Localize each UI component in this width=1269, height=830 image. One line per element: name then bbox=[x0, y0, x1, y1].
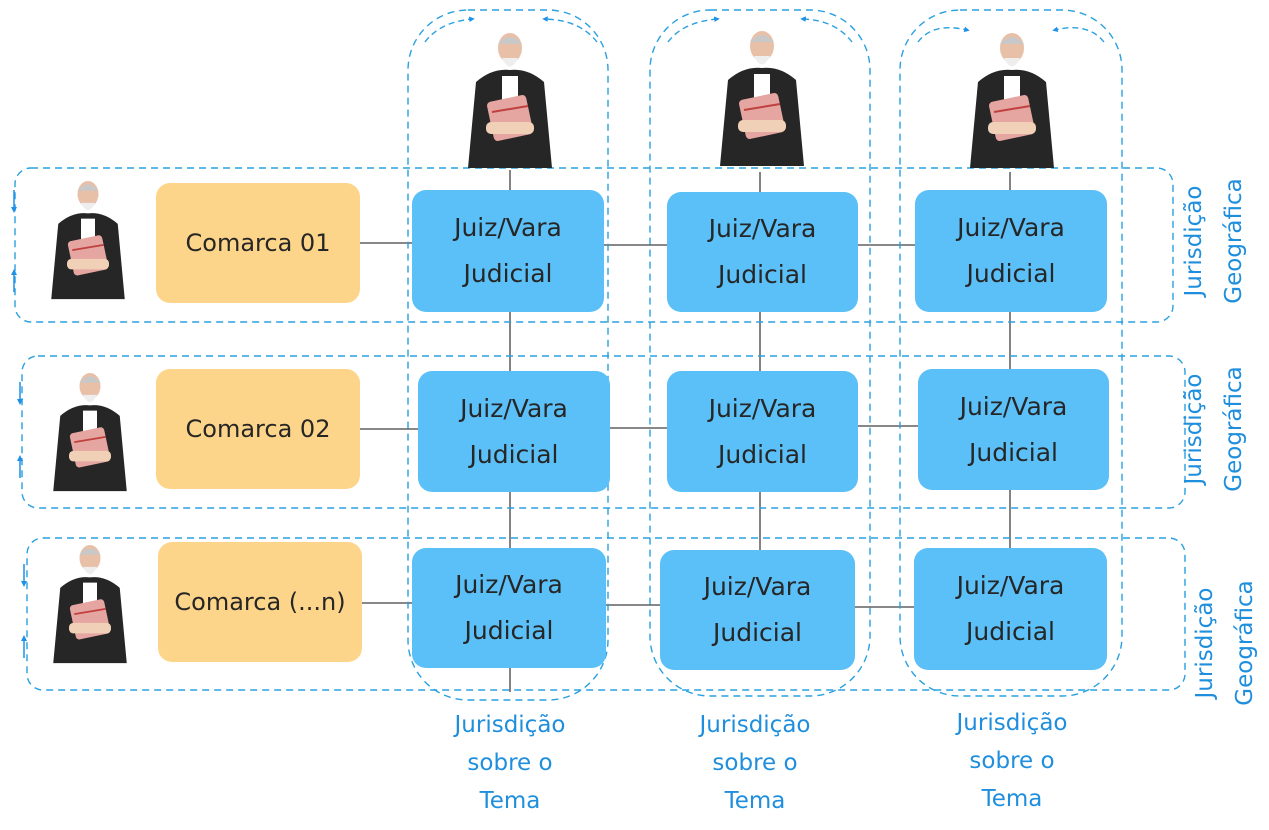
vara-subtitle: Judicial bbox=[464, 616, 554, 645]
vara-title: Juiz/Vara bbox=[708, 214, 817, 243]
row-label-line: Jurisdição bbox=[1192, 587, 1218, 699]
vara-subtitle: Judicial bbox=[712, 618, 802, 647]
judge-figure-icon bbox=[720, 31, 804, 166]
comarca-box: Comarca 01 bbox=[156, 183, 360, 303]
column-label-line: Jurisdição bbox=[454, 712, 566, 738]
vara-title: Juiz/Vara bbox=[454, 213, 562, 242]
vara-subtitle: Judicial bbox=[463, 259, 553, 288]
judge-figure-icon bbox=[53, 373, 127, 492]
vara-title: Juiz/Vara bbox=[703, 572, 812, 601]
row-label-line: Geográfica bbox=[1221, 366, 1247, 492]
comarca-box: Comarca (...n) bbox=[158, 542, 362, 662]
horizontal-connectors bbox=[360, 242, 918, 608]
column-label-line: Jurisdição bbox=[956, 710, 1068, 736]
column-label-line: sobre o bbox=[969, 748, 1055, 774]
row-label-line: Jurisdição bbox=[1181, 185, 1207, 297]
vara-title: Juiz/Vara bbox=[460, 393, 568, 423]
column-label: Jurisdição sobre o Tema bbox=[650, 706, 860, 820]
judge-figure-icon bbox=[53, 545, 127, 664]
judge-figure-icon bbox=[970, 33, 1054, 168]
column-label: Jurisdição sobre o Tema bbox=[412, 706, 608, 820]
vara-subtitle: Judicial bbox=[965, 617, 1055, 646]
vara-subtitle: Judicial bbox=[469, 439, 559, 469]
vara-title: Juiz/Vara bbox=[956, 571, 1065, 600]
column-label-line: Tema bbox=[479, 788, 541, 814]
vara-subtitle: Judicial bbox=[717, 260, 807, 289]
row-label: Jurisdição Geográfica bbox=[1174, 349, 1256, 509]
row-label-line: Jurisdição bbox=[1181, 373, 1207, 485]
judge-figure-icon bbox=[51, 181, 125, 300]
vara-subtitle: Judicial bbox=[968, 437, 1058, 467]
column-label-line: Jurisdição bbox=[699, 712, 811, 738]
judge-figure-icon bbox=[468, 33, 552, 168]
comarca-box: Comarca 02 bbox=[156, 369, 360, 489]
row-arrows bbox=[11, 190, 27, 658]
column-label: Jurisdição sobre o Tema bbox=[912, 704, 1112, 818]
vara-title: Juiz/Vara bbox=[708, 393, 817, 423]
row-label-line: Geográfica bbox=[1232, 580, 1258, 706]
vara-subtitle: Judicial bbox=[966, 259, 1056, 288]
column-label-line: sobre o bbox=[467, 750, 553, 776]
column-rotation-arrows bbox=[424, 16, 1105, 43]
column-label-line: sobre o bbox=[712, 750, 798, 776]
row-label: Jurisdição Geográfica bbox=[1185, 563, 1267, 723]
row-label-line: Geográfica bbox=[1221, 178, 1247, 304]
vara-title: Juiz/Vara bbox=[959, 391, 1068, 421]
column-label-line: Tema bbox=[724, 788, 786, 814]
vara-subtitle: Judicial bbox=[717, 439, 807, 469]
vara-title: Juiz/Vara bbox=[957, 213, 1065, 242]
row-label: Jurisdição Geográfica bbox=[1174, 161, 1256, 321]
vara-title: Juiz/Vara bbox=[455, 570, 563, 599]
jurisdiction-outlines bbox=[14, 9, 1186, 701]
column-label-line: Tema bbox=[981, 786, 1043, 812]
